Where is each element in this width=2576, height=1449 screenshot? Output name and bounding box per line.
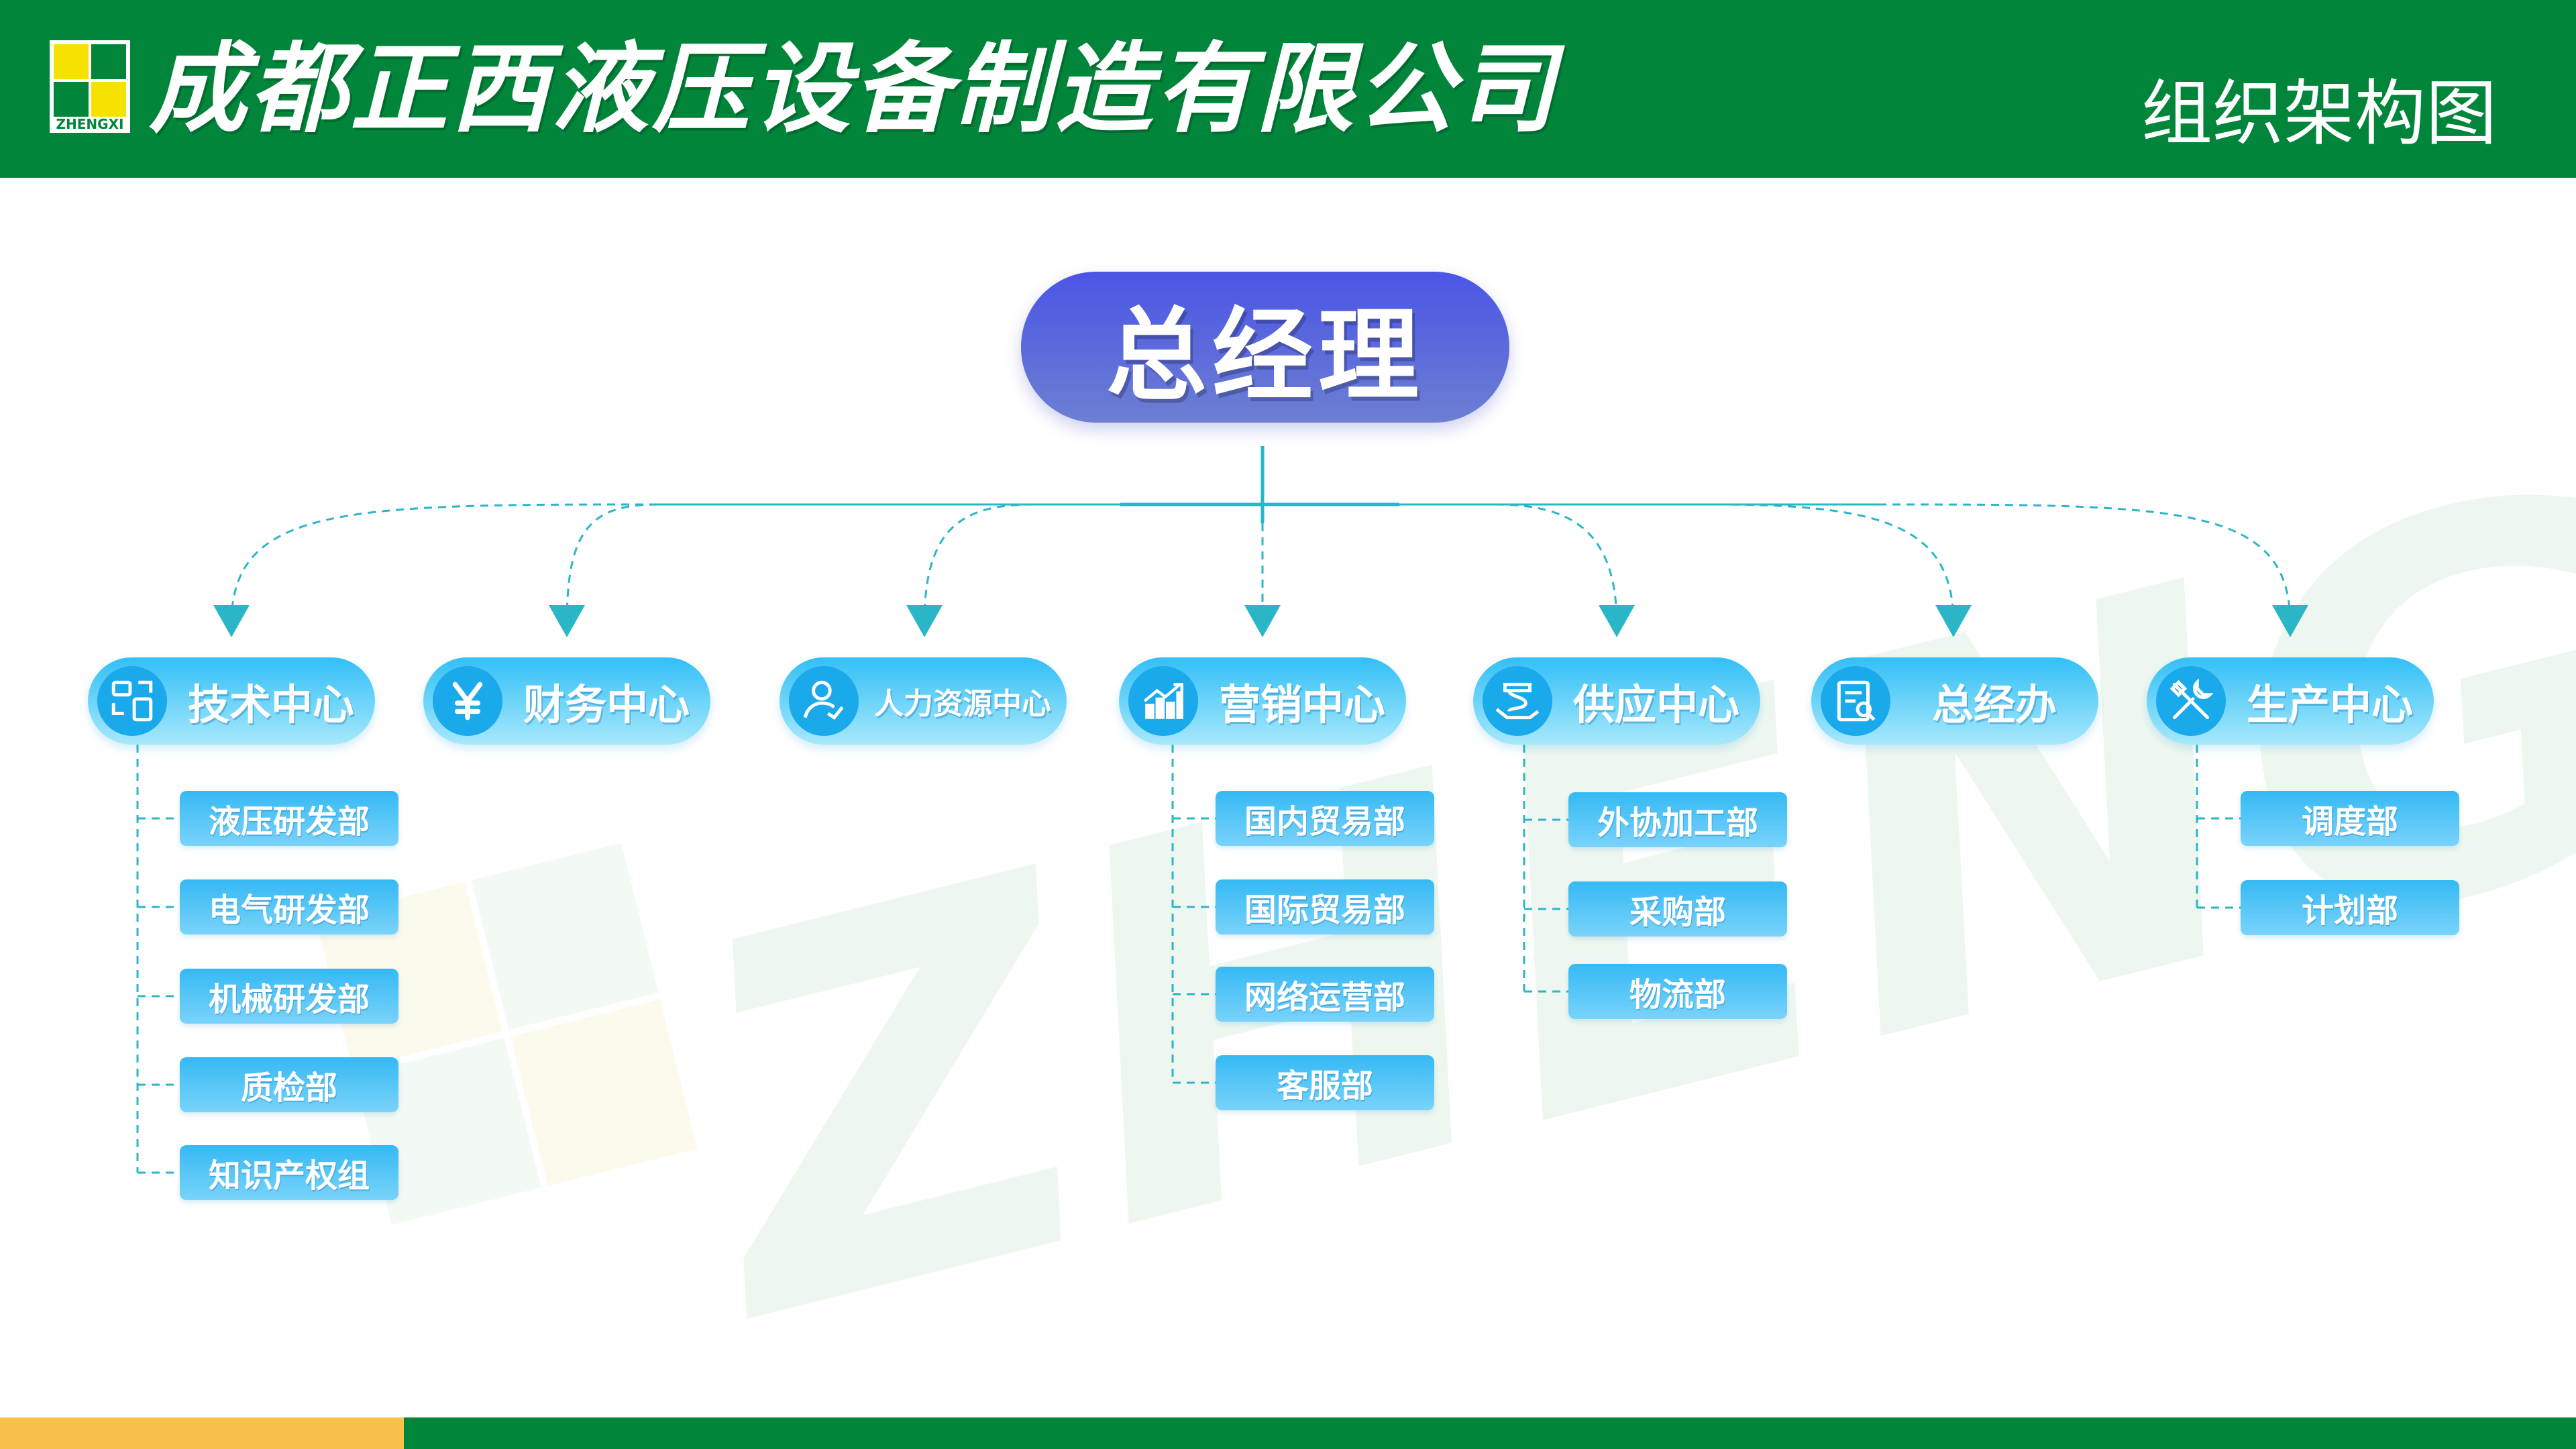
dept-quality-inspection[interactable]: 质检部	[180, 1057, 398, 1112]
center-technology[interactable]: 技术中心	[88, 657, 375, 745]
dept-international-trade[interactable]: 国际贸易部	[1216, 879, 1434, 934]
center-hr[interactable]: 人力资源中心	[780, 657, 1067, 745]
dept-online-operations[interactable]: 网络运营部	[1216, 967, 1434, 1022]
dept-purchasing[interactable]: 采购部	[1568, 881, 1787, 936]
yen-icon	[452, 682, 483, 720]
center-label: 总经办	[1931, 680, 2057, 729]
dept-planning[interactable]: 计划部	[2241, 880, 2459, 935]
zhengxi-logo: ZHENGXI	[50, 40, 130, 133]
center-label: 营销中心	[1218, 680, 1385, 729]
center-marketing[interactable]: 营销中心	[1119, 657, 1406, 745]
center-finance[interactable]: 财务中心	[423, 657, 710, 745]
tools-icon	[2169, 678, 2214, 720]
devices-icon	[111, 680, 153, 722]
supply-hand-icon	[1495, 682, 1540, 720]
chart-up-icon	[1143, 683, 1183, 719]
header-bar: ZHENGXI 成都正西液压设备制造有限公司 组织架构图	[0, 0, 2576, 178]
dept-customer-service[interactable]: 客服部	[1216, 1055, 1434, 1110]
center-label: 生产中心	[2246, 680, 2413, 729]
person-icon	[803, 680, 844, 720]
center-label: 技术中心	[187, 680, 354, 729]
page-subtitle: 组织架构图	[2141, 72, 2497, 155]
dept-ip-group[interactable]: 知识产权组	[180, 1145, 398, 1200]
footer-accent-green	[404, 1417, 2576, 1449]
dept-electrical-rd[interactable]: 电气研发部	[180, 879, 398, 934]
center-label: 财务中心	[523, 680, 690, 729]
dept-outsourcing[interactable]: 外协加工部	[1568, 792, 1787, 847]
center-label: 人力资源中心	[874, 687, 1051, 721]
dept-hydraulic-rd[interactable]: 液压研发部	[180, 791, 398, 846]
center-gm-office[interactable]: 总经办	[1811, 657, 2098, 745]
dept-domestic-trade[interactable]: 国内贸易部	[1216, 791, 1434, 846]
logo-text: ZHENGXI	[56, 116, 124, 132]
dept-mechanical-rd[interactable]: 机械研发部	[180, 969, 398, 1024]
document-icon	[1837, 680, 1876, 722]
general-manager-node[interactable]: 总经理	[1021, 272, 1509, 423]
general-manager-label: 总经理	[1106, 298, 1424, 415]
company-name: 成都正西液压设备制造有限公司	[149, 32, 1558, 146]
center-production[interactable]: 生产中心	[2147, 657, 2434, 745]
center-supply[interactable]: 供应中心	[1473, 657, 1760, 745]
dept-dispatch[interactable]: 调度部	[2241, 791, 2459, 846]
dept-logistics[interactable]: 物流部	[1568, 964, 1787, 1019]
center-label: 供应中心	[1572, 680, 1739, 729]
footer-accent-yellow	[0, 1417, 404, 1449]
